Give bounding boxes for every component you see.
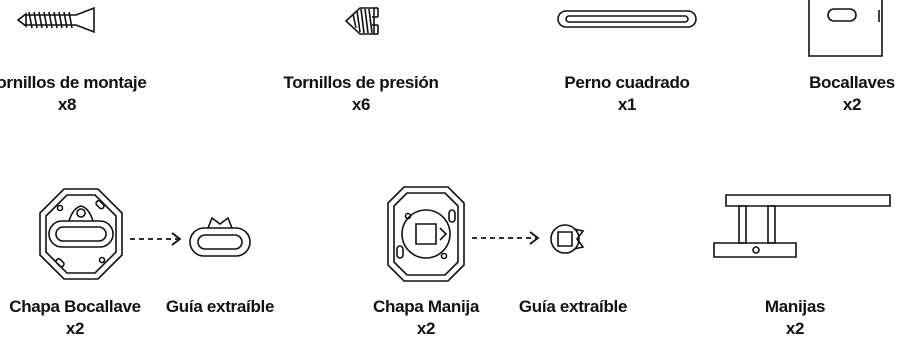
removable-guide-oval-icon: [188, 214, 252, 264]
part-quantity: x2: [65, 319, 85, 338]
part-name: Chapa Bocallave: [9, 297, 141, 316]
part-label-lever-handles: Manijas x2: [764, 296, 826, 340]
part-label-square-spindle: Perno cuadrado x1: [564, 72, 690, 116]
dashed-arrow-icon: [470, 228, 546, 248]
part-name: Manijas: [764, 297, 826, 316]
part-name: Chapa Manija: [373, 297, 479, 316]
removable-guide-round-icon: [548, 221, 586, 257]
part-quantity: x2: [785, 319, 805, 338]
part-label-keyhole-plate: Chapa Bocallave x2: [9, 296, 141, 340]
part-quantity: x2: [416, 319, 436, 338]
set-screw-icon: [344, 4, 380, 38]
part-quantity: x6: [351, 95, 371, 114]
part-name: Tornillos de presión: [283, 73, 439, 92]
dashed-arrow-icon: [128, 229, 186, 249]
part-name: Guía extraíble: [518, 297, 628, 316]
part-name: Tornillos de montaje: [0, 73, 147, 92]
part-quantity: x8: [57, 95, 77, 114]
part-label-handle-plate: Chapa Manija x2: [373, 296, 479, 340]
keyhole-plate-icon: [36, 186, 126, 282]
handle-plate-icon: [384, 184, 468, 284]
part-quantity: x2: [842, 95, 862, 114]
part-label-set-screws: Tornillos de presión x6: [283, 72, 439, 116]
part-name: Perno cuadrado: [564, 73, 690, 92]
part-label-removable-guide-2: Guía extraíble: [518, 296, 628, 318]
part-name: Bocallaves: [809, 73, 895, 92]
part-label-escutcheons: Bocallaves x2: [809, 72, 895, 116]
part-quantity: x1: [617, 95, 637, 114]
square-spindle-icon: [557, 10, 697, 28]
part-name: Guía extraíble: [165, 297, 275, 316]
escutcheon-icon: [808, 0, 884, 58]
part-label-removable-guide-1: Guía extraíble: [165, 296, 275, 318]
mounting-screw-icon: [16, 6, 108, 34]
part-label-mounting-screws: Tornillos de montaje x8: [0, 72, 147, 116]
lever-handle-icon: [712, 193, 892, 263]
